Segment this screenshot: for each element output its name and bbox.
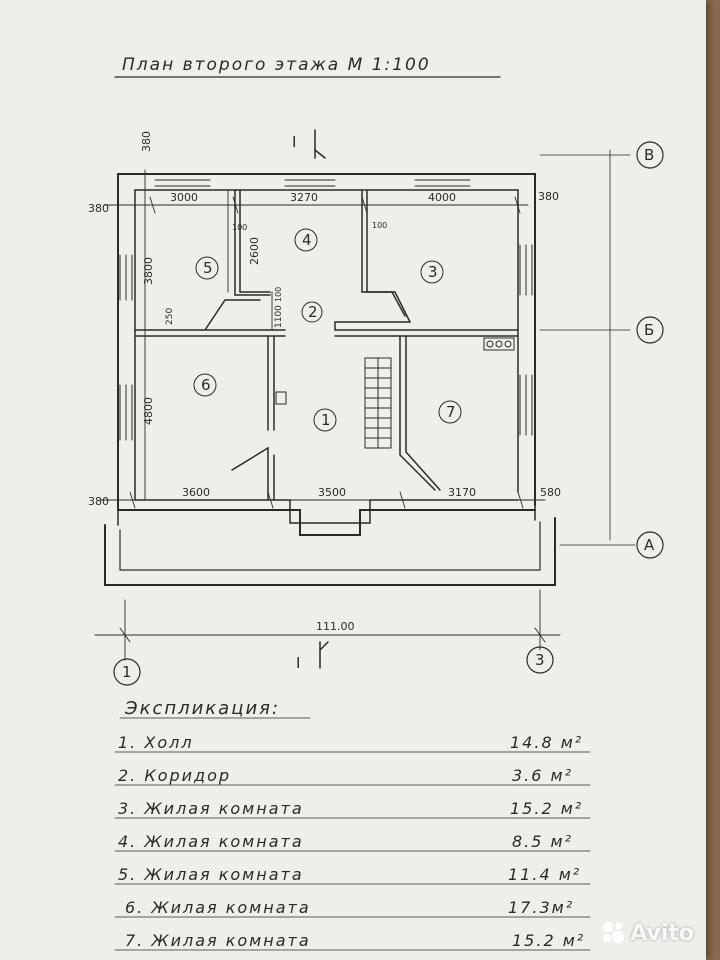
explication-row-area: 11.4 м² xyxy=(508,865,581,884)
room-number-7: 7 xyxy=(446,403,456,421)
dim-corridor-100: 100 xyxy=(274,287,283,302)
dim-corridor-gap: 250 xyxy=(165,308,175,325)
balcony-outer xyxy=(104,517,556,586)
dim-width-6: 3170 xyxy=(448,486,476,499)
axis-bubble-1 xyxy=(113,658,141,686)
dim-width-1: 3000 xyxy=(170,191,198,204)
section-marks xyxy=(314,129,329,669)
dim-partition-b: 100 xyxy=(372,221,387,230)
explication-row-name: 5. Жилая комната xyxy=(118,865,304,884)
explication-row-name: 3. Жилая комната xyxy=(118,799,304,818)
explication-row-area: 17.3м² xyxy=(508,898,574,917)
axis-label-b: Б xyxy=(644,321,654,339)
bottom-wall-outer xyxy=(117,509,536,536)
section-mark-top: I xyxy=(292,133,296,151)
axis-label-a: А xyxy=(644,536,655,554)
axis-bubble-3 xyxy=(526,646,554,674)
dim-bottom-right: 580 xyxy=(540,486,561,499)
partitions xyxy=(134,189,519,501)
dim-depth-room6: 4800 xyxy=(142,397,155,425)
explication-row-area: 15.2 м² xyxy=(510,799,583,818)
avito-watermark: Avito xyxy=(600,919,694,946)
explication-row-name: 2. Коридор xyxy=(118,766,231,785)
avito-watermark-text: Avito xyxy=(630,921,694,946)
dim-width-2: 3270 xyxy=(290,191,318,204)
section-mark-bottom: I xyxy=(296,654,300,672)
axis-label-3: 3 xyxy=(535,651,545,669)
plan-title: План второго этажа М 1:100 xyxy=(122,55,431,75)
explication-row-name: 1. Холл xyxy=(118,733,194,752)
explication-row-area: 14.8 м² xyxy=(510,733,583,752)
axis-label-v: В xyxy=(644,146,654,164)
dim-corridor-1100: 1100 xyxy=(274,305,284,328)
dim-depth-room5: 3800 xyxy=(142,257,155,285)
windows-right xyxy=(519,244,533,436)
explication-lines xyxy=(114,717,591,951)
explication-row-name: 4. Жилая комната xyxy=(118,832,304,851)
explication-title: Экспликация: xyxy=(124,698,280,719)
dim-left-wall-top: 380 xyxy=(88,202,109,215)
windows-top xyxy=(154,173,471,187)
room-number-6: 6 xyxy=(201,376,211,394)
dim-top-wall: 380 xyxy=(140,131,153,152)
room-circles xyxy=(193,228,462,432)
dim-width-3: 4000 xyxy=(428,191,456,204)
dim-right-wall: 380 xyxy=(538,190,559,203)
dim-width-4: 3600 xyxy=(182,486,210,499)
room-number-5: 5 xyxy=(203,259,213,277)
explication-row-area: 15.2 м² xyxy=(512,931,585,950)
explication-row-name: 6. Жилая комната xyxy=(125,898,311,917)
chimney-symbol xyxy=(275,391,287,405)
outer-wall-outer xyxy=(117,173,536,506)
axis-label-1: 1 xyxy=(122,663,132,681)
dim-partition-a: 100 xyxy=(232,223,247,232)
dim-depth-room4: 2600 xyxy=(248,237,261,265)
windows-left xyxy=(119,254,133,441)
dimension-lines xyxy=(94,169,561,661)
stairs xyxy=(364,357,392,449)
bottom-wall-inner xyxy=(134,499,519,524)
balcony-inner xyxy=(119,521,541,571)
explication-row-area: 3.6 м² xyxy=(512,766,573,785)
room-number-2: 2 xyxy=(308,303,318,321)
outer-wall-inner xyxy=(134,189,519,493)
explication-row-name: 7. Жилая комната xyxy=(125,931,311,950)
axis-bubble-v xyxy=(636,141,664,169)
dim-width-5: 3500 xyxy=(318,486,346,499)
room-number-1: 1 xyxy=(321,411,331,429)
avito-logo-icon xyxy=(603,922,625,943)
dim-overall: 111.00 xyxy=(316,620,355,633)
explication-table: 1. Холл 14.8 м² 2. Коридор 3.6 м² 3. Жил… xyxy=(118,733,585,950)
explication-row-area: 8.5 м² xyxy=(512,832,573,851)
dim-bottom-left-wall: 380 xyxy=(88,495,109,508)
axis-bubble-b xyxy=(636,316,664,344)
axis-bubble-a xyxy=(636,531,664,559)
hob-symbol xyxy=(483,337,515,351)
room-number-4: 4 xyxy=(302,231,312,249)
room-number-3: 3 xyxy=(428,263,438,281)
axis-lines xyxy=(539,149,636,546)
